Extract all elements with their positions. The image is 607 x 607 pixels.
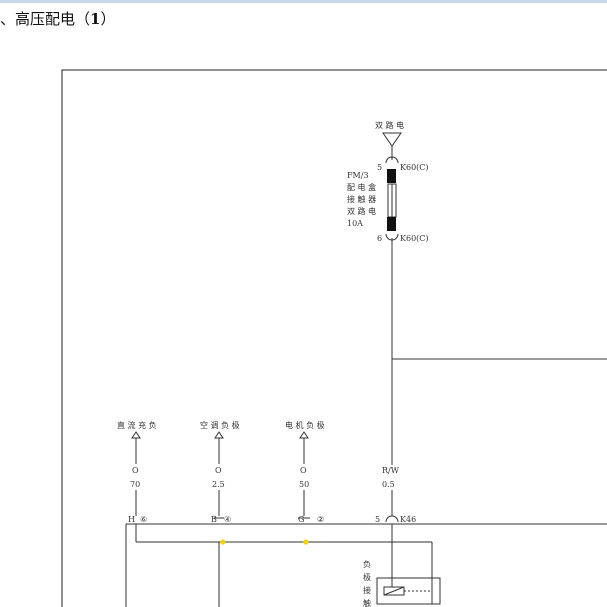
branch-pin: H: [128, 515, 135, 524]
fuse-label-line: 接 触 器: [347, 194, 376, 204]
relay-label-line: 负: [363, 559, 371, 569]
window-top-edge: [0, 0, 607, 3]
fuse-label-line: FM/3: [347, 171, 369, 180]
ground-symbol: [214, 431, 224, 439]
branch-wire-code: O: [215, 466, 222, 475]
fuse-connector-bottom: K60(C): [400, 234, 429, 243]
connector-symbol: [385, 515, 399, 523]
branch-wire-code: O: [132, 466, 139, 475]
relay-box: [376, 577, 441, 605]
fuse-pin-bottom: 6: [377, 234, 382, 243]
title-suffix: ）: [100, 10, 116, 28]
relay-label-line: 触: [363, 598, 371, 607]
branch-label-dc-charge: 直 流 充 负: [117, 420, 157, 430]
title-prefix: 、高压配电（: [0, 10, 91, 28]
branch-pin-number: ②: [317, 515, 324, 524]
connector-top-symbol: [385, 156, 399, 164]
fuse-terminal-top: [387, 169, 396, 183]
main-wire-pin: 5: [375, 515, 380, 524]
title-number: 1: [90, 10, 101, 28]
branch-wire-size: 70: [130, 480, 140, 489]
fuse-label-line: 10A: [347, 219, 363, 228]
branch-wire-code: O: [300, 466, 307, 475]
branch-pin-number: ⑥: [140, 515, 147, 524]
power-source-label: 双 路 电: [375, 120, 404, 130]
branch-label-ac-negative: 空 调 负 极: [200, 420, 240, 430]
power-source-symbol: [382, 132, 402, 147]
branch-pin-number: ④: [224, 515, 231, 524]
branch-wire-size: 50: [299, 480, 309, 489]
junction-dot: [220, 539, 226, 545]
ground-symbol: [299, 431, 309, 439]
branch-label-motor-negative: 电 机 负 极: [285, 420, 325, 430]
fuse-connector-top: K60(C): [400, 163, 429, 172]
ground-symbol: [131, 431, 141, 439]
main-wire-code: R/W: [382, 466, 400, 475]
relay-label-line: 极: [363, 572, 371, 582]
branch-pin: G: [298, 515, 304, 524]
main-wire-size: 0.5: [382, 480, 395, 489]
page-title: 、高压配电（1）: [0, 8, 115, 29]
branch-pin: B: [211, 515, 217, 524]
relay-label-line: 接: [363, 585, 371, 595]
branch-wire-size: 2.5: [212, 480, 225, 489]
relay-coil-diagonal: [383, 586, 405, 596]
fuse-pin-top: 5: [377, 163, 382, 172]
fuse-label-line: 双 路 电: [347, 206, 376, 216]
fuse-label-line: 配 电 盒: [347, 182, 376, 192]
diagram-frame: [61, 69, 607, 607]
junction-dot: [303, 539, 309, 545]
fuse-terminal-bottom: [387, 217, 396, 231]
main-wire-connector: K46: [400, 515, 416, 524]
